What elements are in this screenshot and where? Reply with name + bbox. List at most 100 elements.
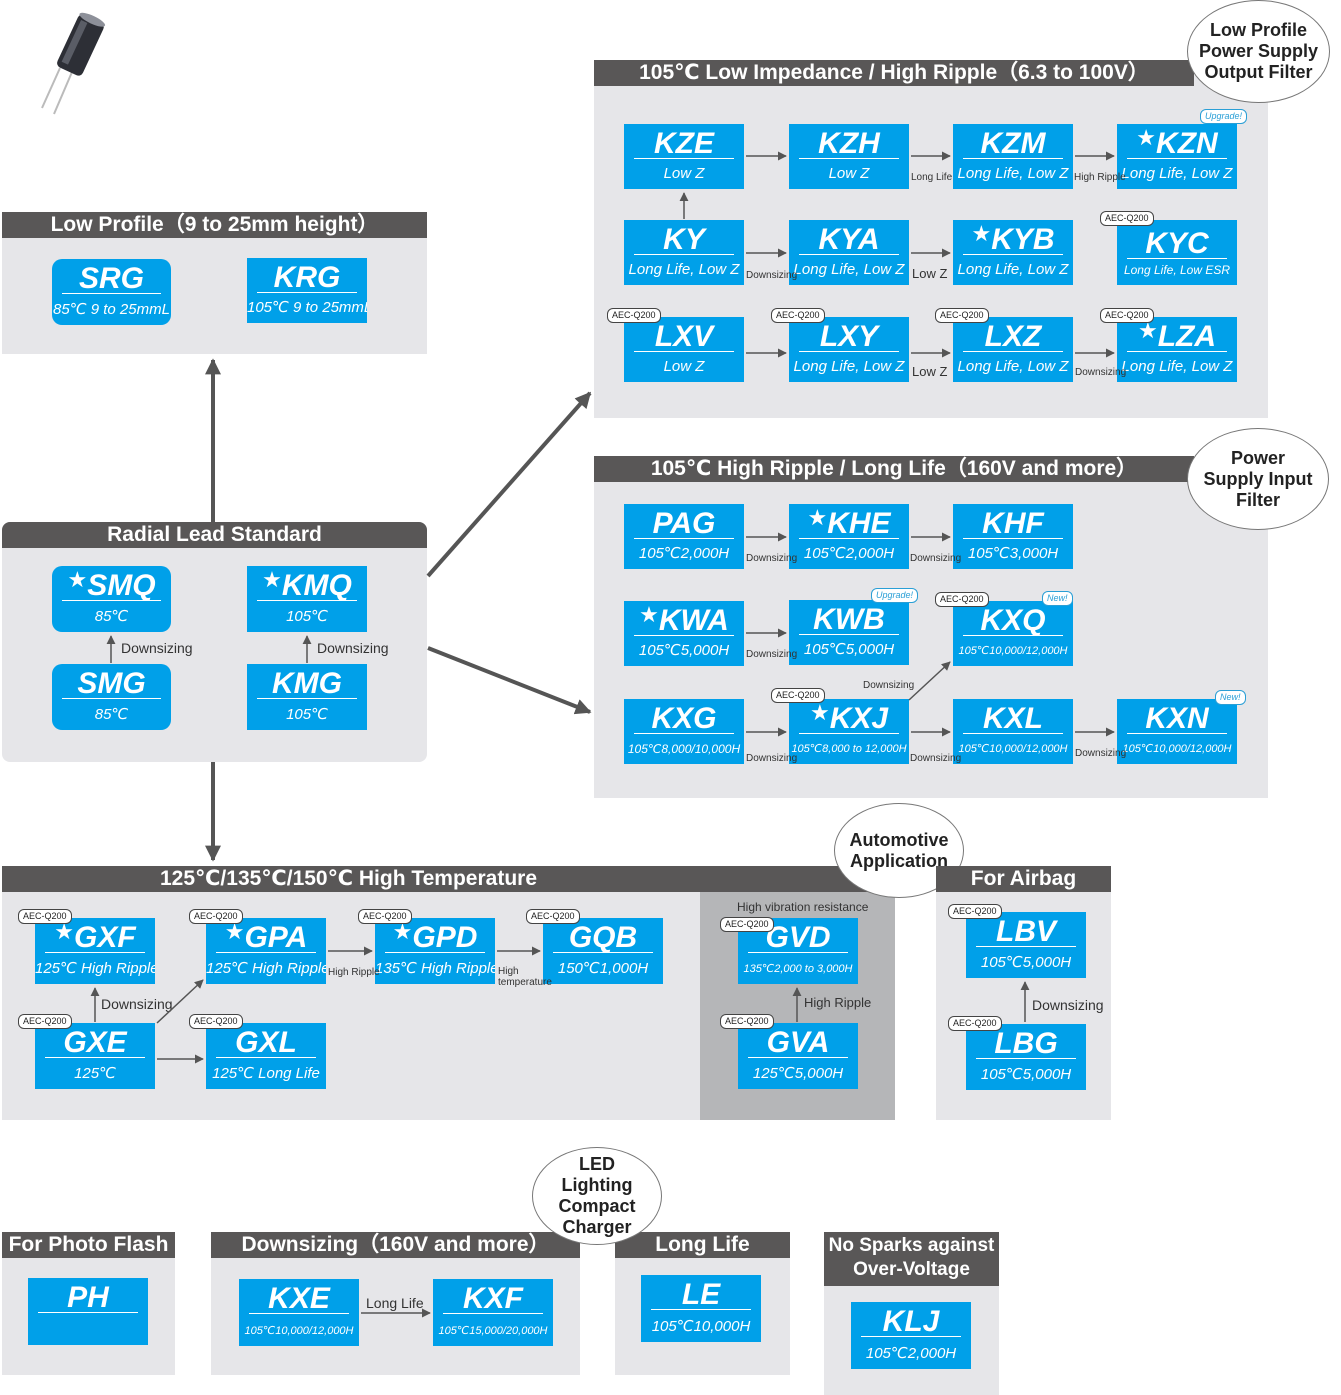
krg-series-box[interactable]: KRG 105℃ 9 to 25mmL — [247, 258, 367, 323]
kxg-name: KXG — [634, 703, 734, 735]
aec-q200-badge: AEC-Q200 — [1100, 308, 1154, 323]
downsizing-label: Downsizing — [101, 996, 173, 1012]
arrow-to-low-impedance — [426, 391, 592, 578]
krg-name: KRG — [257, 262, 357, 294]
gvd-spec: 135℃2,000 to 3,000H — [743, 963, 853, 975]
kxe-series-box[interactable]: KXE 105℃10,000/12,000H — [239, 1279, 359, 1346]
ky-spec: Long Life, Low Z — [628, 261, 740, 278]
kxe-name: KXE — [249, 1283, 349, 1315]
star-icon: ★ — [262, 567, 282, 592]
gva-series-box[interactable]: GVA 125℃5,000H — [738, 1023, 858, 1089]
gpa-name: ★GPA — [216, 921, 316, 954]
ky-name: KY — [634, 224, 734, 256]
downsizing-label: Downsizing — [863, 680, 915, 691]
power-supply-input-filter-bubble: Power Supply Input Filter — [1187, 428, 1329, 530]
kxg-series-box[interactable]: KXG 105℃8,000/10,000H — [624, 699, 744, 764]
srg-series-box[interactable]: SRG 85℃ 9 to 25mmL — [52, 259, 171, 325]
aec-q200-badge: AEC-Q200 — [18, 909, 72, 924]
gva-spec: 125℃5,000H — [752, 1065, 844, 1082]
pag-name: PAG — [634, 508, 734, 540]
arrow-to-high-ripple — [427, 646, 592, 715]
star-icon: ★ — [971, 221, 992, 246]
gva-name: GVA — [748, 1027, 848, 1059]
aec-q200-badge: AEC-Q200 — [720, 1014, 774, 1029]
star-icon: ★ — [639, 602, 659, 627]
std-downsizing-label-2: Downsizing — [317, 640, 389, 656]
low-impedance-header: 105℃ Low Impedance / High Ripple（6.3 to … — [594, 60, 1194, 86]
downsizing-label: Downsizing — [1075, 748, 1127, 759]
high-ripple-label: High Ripple — [804, 995, 872, 1010]
kmg-series-box[interactable]: KMG 105℃ — [247, 664, 367, 730]
downsizing-label: Downsizing — [746, 270, 798, 281]
lxy-spec: Long Life, Low Z — [793, 358, 905, 375]
kxe-spec: 105℃10,000/12,000H — [244, 1325, 354, 1337]
kxg-spec: 105℃8,000/10,000H — [627, 742, 741, 756]
lxv-spec: Low Z — [663, 358, 705, 375]
pag-series-box[interactable]: PAG 105℃2,000H — [624, 504, 744, 569]
kmg-spec: 105℃ — [286, 706, 328, 723]
capacitor-image — [20, 8, 120, 118]
smg-name: SMG — [62, 668, 161, 700]
downsizing-label: Downsizing — [746, 553, 798, 564]
pag-spec: 105℃2,000H — [638, 545, 730, 562]
kxf-name: KXF — [443, 1283, 543, 1315]
lbv-name: LBV — [976, 916, 1076, 948]
downsizing-label: Downsizing — [910, 553, 962, 564]
gxl-name: GXL — [216, 1027, 316, 1059]
gxl-spec: 125℃ Long Life — [212, 1065, 320, 1082]
gxf-spec: 125℃ High Ripple — [35, 960, 155, 977]
gxl-series-box[interactable]: GXL 125℃ Long Life — [206, 1023, 326, 1089]
ky-series-box[interactable]: KY Long Life, Low Z — [624, 220, 744, 285]
khe-spec: 105℃2,000H — [803, 545, 895, 562]
upgrade-badge: Upgrade! — [1200, 109, 1248, 124]
ph-series-box[interactable]: PH — [28, 1278, 148, 1345]
kmq-series-box[interactable]: ★KMQ 105℃ — [247, 566, 367, 632]
kzm-name: KZM — [963, 128, 1063, 160]
long-life-label: Long Life — [366, 1295, 424, 1311]
kxj-spec: 105℃8,000 to 12,000H — [791, 743, 907, 755]
aec-q200-badge: AEC-Q200 — [526, 909, 580, 924]
no-sparks-header: No Sparks against Over-Voltage — [824, 1232, 999, 1286]
gxe-spec: 125℃ — [74, 1065, 116, 1082]
new-badge: New! — [1042, 591, 1073, 606]
gvd-name: GVD — [748, 922, 848, 954]
kyc-spec: Long Life, Low ESR — [1123, 263, 1231, 277]
smg-series-box[interactable]: SMG 85℃ — [52, 664, 171, 730]
aec-q200-badge: AEC-Q200 — [18, 1014, 72, 1029]
ph-name: PH — [38, 1282, 138, 1314]
star-icon: ★ — [392, 919, 413, 944]
low-z-label: Low Z — [912, 266, 948, 281]
smq-series-box[interactable]: ★SMQ 85℃ — [52, 566, 171, 632]
aec-q200-badge: AEC-Q200 — [771, 688, 825, 703]
gpd-name: ★GPD — [385, 919, 485, 954]
